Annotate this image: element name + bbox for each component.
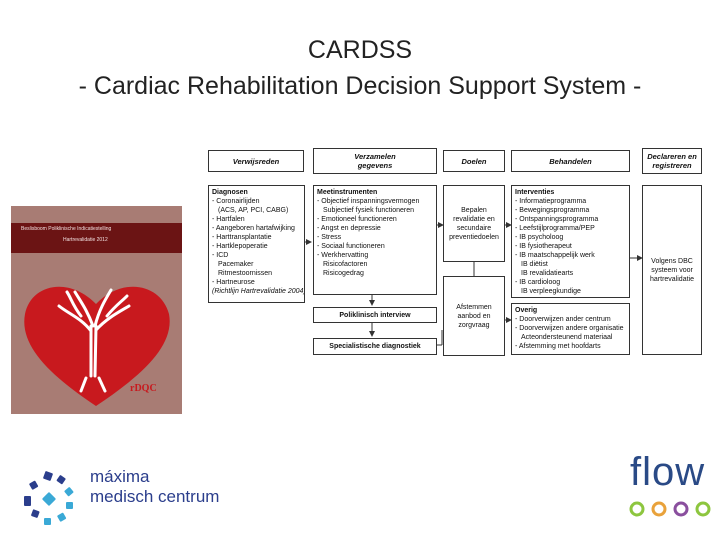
header-verzamelen-line2: gegevens	[357, 161, 393, 170]
diagnosen-item: - Coronairlijden	[212, 198, 260, 205]
bepalen-line: revalidatie en	[453, 215, 495, 223]
cover-logo: rDQC	[130, 378, 157, 396]
interventies-item: - Leefstijlprogramma/PEP	[515, 225, 595, 232]
afstemmen-line: aanbod en	[457, 312, 491, 320]
slide-subtitle: - Cardiac Rehabilitation Decision Suppor…	[78, 72, 642, 100]
box-diagnosen: Diagnosen - Coronairlijden (ACS, AP, PCI…	[208, 185, 305, 303]
interventies-item: IB diëtist	[521, 261, 548, 268]
header-verzamelen: Verzamelen gegevens	[313, 148, 437, 174]
cover-logo-text: rDQC	[130, 383, 157, 394]
bepalen-line: Bepalen	[461, 206, 487, 214]
header-verwijsreden: Verwijsreden	[208, 150, 304, 172]
cover-title-band	[11, 223, 182, 253]
flow-logo-circles-icon	[629, 501, 711, 517]
cover-title-line2: Hartrevalidatie 2012	[63, 237, 108, 243]
meetinstrumenten-item: - Werkhervatting	[317, 252, 369, 259]
header-doelen: Doelen	[443, 150, 505, 172]
cover-title-line1: Beslisboom Poliklinische Indicatiestelli…	[21, 226, 112, 232]
interventies-item: - Bewegingsprogramma	[515, 207, 590, 214]
afstemmen-line: zorgvraag	[458, 321, 490, 329]
interventies-item: - IB fysiotherapeut	[515, 243, 572, 250]
meetinstrumenten-item: - Objectief inspanningsvermogen	[317, 198, 420, 205]
overig-item: - Doorverwijzen ander centrum	[515, 316, 611, 323]
dbc-line: hartrevalidatie	[650, 275, 694, 283]
header-verwijsreden-label: Verwijsreden	[232, 156, 280, 166]
diagnosen-title: Diagnosen	[212, 189, 248, 196]
hospital-name-line1: máxima	[90, 467, 150, 486]
header-behandelen: Behandelen	[511, 150, 630, 172]
meetinstrumenten-item: - Stress	[317, 234, 342, 241]
box-bepalen: Bepalen revalidatie en secundaire preven…	[443, 185, 505, 262]
heart-tree-illustration	[24, 286, 170, 406]
box-afstemmen: Afstemmen aanbod en zorgvraag	[443, 276, 505, 356]
meetinstrumenten-item: - Angst en depressie	[317, 225, 381, 232]
overig-item: - Afstemming met hoofdarts	[515, 343, 601, 350]
diagnosen-item: (ACS, AP, PCI, CABG)	[218, 207, 289, 214]
overig-title: Overig	[515, 307, 538, 314]
box-overig: Overig - Doorverwijzen ander centrum - D…	[511, 303, 630, 355]
meetinstrumenten-item: Subjectief fysiek functioneren	[323, 207, 415, 214]
meetinstrumenten-title: Meetinstrumenten	[317, 189, 378, 196]
header-verzamelen-line1: Verzamelen	[354, 152, 396, 161]
header-declareren: Declareren en registreren	[642, 148, 702, 174]
diagnosen-item: - Aangeboren hartafwijking	[212, 225, 295, 232]
meetinstrumenten-item: Risicogedrag	[323, 270, 364, 277]
diagnosen-item: - ICD	[212, 252, 229, 259]
header-declareren-line2: registreren	[652, 161, 692, 170]
diagnosen-item: - Hartfalen	[212, 216, 245, 223]
header-doelen-label: Doelen	[461, 156, 487, 166]
overig-item: - Doorverwijzen andere organisatie	[515, 325, 624, 332]
box-interventies: Interventies - Informatieprogramma - Bew…	[511, 185, 630, 298]
interventies-title: Interventies	[515, 189, 555, 196]
interventies-item: - Ontspanningsprogramma	[515, 216, 599, 223]
flow-logo: flow	[630, 450, 706, 494]
interventies-item: - IB cardioloog	[515, 279, 561, 286]
specialistische-label: Specialistische diagnostiek	[329, 343, 421, 350]
interventies-item: IB verpleegkundige	[521, 288, 581, 295]
header-declareren-line1: Declareren en	[647, 152, 697, 161]
diagnosen-item: Ritmestoornissen	[218, 270, 273, 277]
dbc-line: systeem voor	[651, 266, 693, 274]
overig-item: Acteondersteunend materiaal	[521, 334, 613, 341]
meetinstrumenten-item: Risicofactoren	[323, 261, 368, 268]
slide-title: CARDSS	[307, 36, 413, 64]
interventies-item: IB revalidatiearts	[521, 270, 574, 277]
box-poliklinisch-interview: Poliklinisch interview	[313, 307, 437, 323]
interventies-item: - IB psycholoog	[515, 234, 564, 241]
bepalen-line: secundaire	[456, 224, 492, 232]
box-meetinstrumenten: Meetinstrumenten - Objectief inspannings…	[313, 185, 437, 295]
meetinstrumenten-item: - Emotioneel functioneren	[317, 216, 397, 223]
meetinstrumenten-item: - Sociaal functioneren	[317, 243, 385, 250]
header-behandelen-label: Behandelen	[549, 156, 592, 166]
diagnosen-item: Pacemaker	[218, 261, 254, 268]
diagnosen-item: - Hartneurose	[212, 279, 255, 286]
book-cover-image: Beslisboom Poliklinische Indicatiestelli…	[11, 206, 182, 414]
diagnosen-item: - Harttransplantatie	[212, 234, 272, 241]
diagnosen-source: (Richtlijn Hartrevalidatie 2004)	[212, 288, 305, 295]
tree-icon	[57, 288, 131, 393]
interventies-item: - IB maatschappelijk werk	[515, 252, 595, 259]
afstemmen-line: Afstemmen	[456, 303, 492, 311]
bepalen-line: preventiedoelen	[449, 233, 499, 241]
interventies-item: - Informatieprogramma	[515, 198, 587, 205]
box-specialistische-diagnostiek: Specialistische diagnostiek	[313, 338, 437, 355]
maxima-logo-icon	[24, 471, 74, 525]
box-volgens-dbc: Volgens DBC systeem voor hartrevalidatie	[642, 185, 702, 355]
poliklinisch-label: Poliklinisch interview	[339, 311, 411, 319]
hospital-name-line2: medisch centrum	[90, 487, 220, 506]
dbc-line: Volgens DBC	[651, 257, 693, 265]
diagnosen-item: - Hartklepoperatie	[212, 243, 268, 250]
